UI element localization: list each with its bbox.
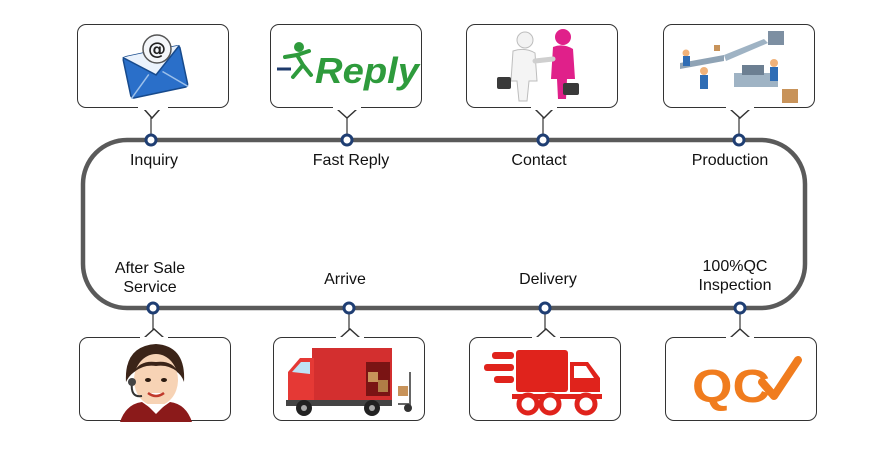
step-label-delivery-line1: Delivery <box>478 270 618 289</box>
step-label-qc: 100%QC Inspection <box>665 257 805 295</box>
reply-logo-text: Reply <box>315 50 421 91</box>
node-contact <box>538 135 548 145</box>
node-delivery <box>540 303 550 313</box>
step-label-qc-line1: 100%QC <box>665 257 805 276</box>
step-card-inquiry: @ <box>77 24 229 108</box>
reply-logo-icon: Reply <box>271 25 423 125</box>
fast-truck-icon <box>470 338 622 422</box>
step-card-contact <box>466 24 618 108</box>
node-qc <box>735 303 745 313</box>
factory-line-icon <box>664 25 816 125</box>
step-card-after-sale <box>79 337 231 421</box>
svg-text:@: @ <box>148 39 166 60</box>
qc-logo-text: QC <box>692 360 770 412</box>
step-card-production <box>663 24 815 108</box>
step-label-fast-reply: Fast Reply <box>281 151 421 170</box>
step-label-qc-line2: Inspection <box>665 276 805 295</box>
node-production <box>734 135 744 145</box>
customer-service-icon <box>80 338 232 422</box>
step-label-inquiry: Inquiry <box>84 151 224 170</box>
step-label-contact: Contact <box>469 151 609 170</box>
step-card-qc: QC <box>665 337 817 421</box>
node-fast-reply <box>342 135 352 145</box>
email-icon: @ <box>78 25 230 125</box>
handshake-icon <box>467 25 619 125</box>
node-after-sale <box>148 303 158 313</box>
step-label-after-sale-line2: Service <box>80 278 220 297</box>
delivery-van-icon <box>274 338 426 422</box>
step-card-fast-reply: Reply <box>270 24 422 108</box>
top-connectors <box>151 108 739 140</box>
step-label-after-sale: After Sale Service <box>80 259 220 297</box>
qc-check-icon: QC <box>666 338 818 422</box>
step-label-arrive: Arrive <box>275 270 415 289</box>
step-label-after-sale-line1: After Sale <box>80 259 220 278</box>
step-card-arrive <box>273 337 425 421</box>
step-label-production: Production <box>660 151 800 170</box>
step-label-arrive-line1: Arrive <box>275 270 415 289</box>
step-card-delivery <box>469 337 621 421</box>
step-label-delivery: Delivery <box>478 270 618 289</box>
node-arrive <box>344 303 354 313</box>
node-inquiry <box>146 135 156 145</box>
bottom-connectors <box>153 308 740 338</box>
